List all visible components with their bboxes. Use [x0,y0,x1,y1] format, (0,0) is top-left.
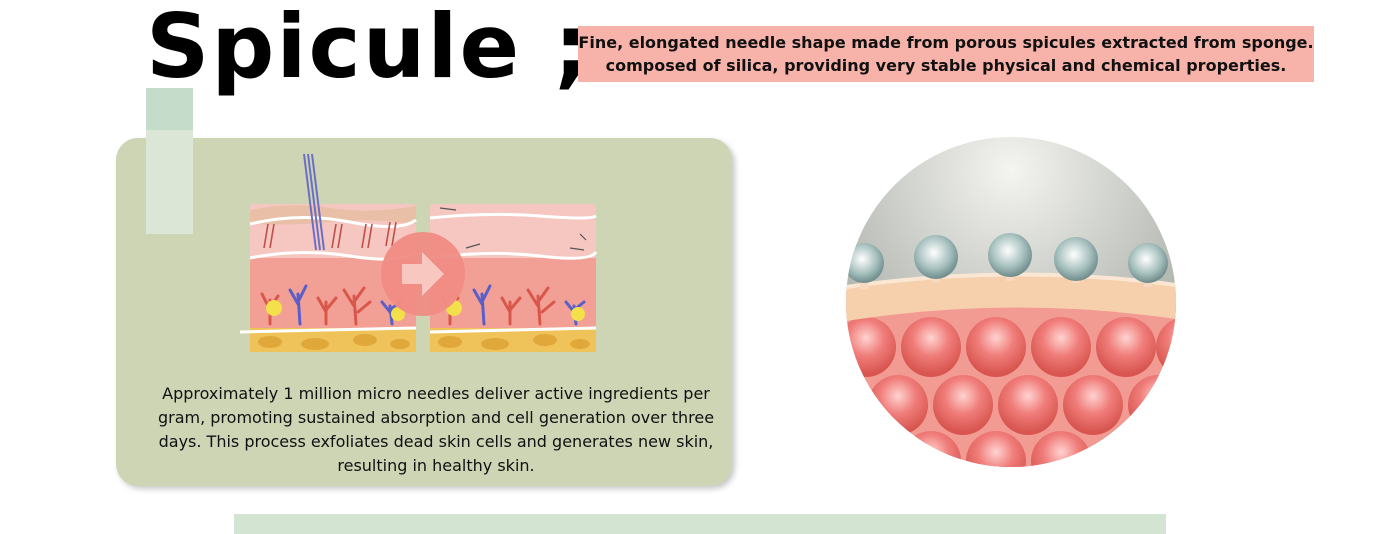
card-description: Approximately 1 million micro needles de… [157,384,715,475]
arrow-right-icon [381,232,465,316]
skin-layers-illustration [240,153,598,352]
subtitle-box: Fine, elongated needle shape made from p… [578,26,1314,82]
page-title: Spicule ; [146,0,592,98]
decorative-bar-top [146,88,193,130]
subtitle-line-1: Fine, elongated needle shape made from p… [578,32,1314,52]
subtitle-line-2: composed of silica, providing very stabl… [605,56,1287,75]
bottom-band [234,514,1166,534]
microneedle-image [846,137,1176,467]
